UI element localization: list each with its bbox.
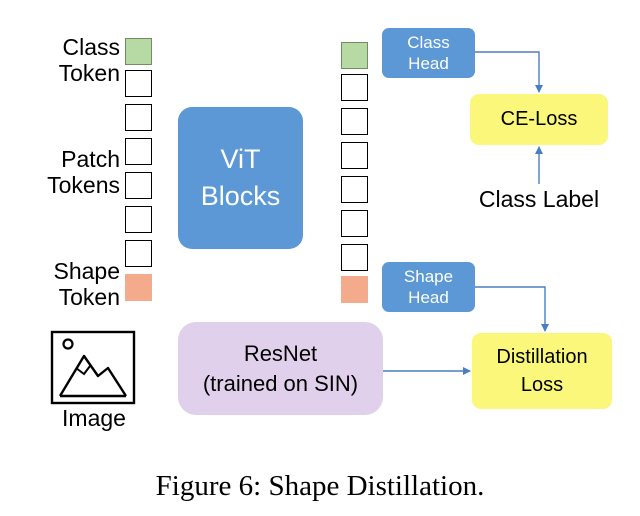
image-label: Image	[62, 405, 126, 431]
distillation-loss-line2: Loss	[520, 374, 564, 396]
shape-token-label-line2: Token	[58, 284, 120, 310]
class-head-to-ce-loss-arrow	[475, 51, 543, 93]
vit-blocks-box: ViT Blocks	[178, 107, 303, 249]
ce-loss-text: CE-Loss	[500, 108, 578, 130]
shape-token-label-line1: Shape	[53, 258, 120, 284]
vit-blocks-line1: ViT	[220, 144, 261, 174]
class-label-text: Class Label	[478, 186, 600, 212]
shape-head-box: Shape Head	[382, 262, 475, 312]
input-patch-token	[125, 172, 152, 199]
class-head-line2: Head	[408, 54, 449, 73]
resnet-box: ResNet (trained on SIN)	[178, 322, 383, 415]
shape-token-label: Shape Token	[20, 258, 120, 310]
input-patch-token	[125, 70, 152, 97]
output-patch-token	[341, 244, 368, 271]
resnet-line1: ResNet	[243, 340, 318, 366]
output-shape-token	[341, 276, 368, 303]
vit-blocks-line2: Blocks	[200, 181, 281, 211]
class-head-box: Class Head	[382, 28, 475, 78]
shape-head-line1: Shape	[403, 267, 454, 286]
input-patch-token	[125, 206, 152, 233]
distillation-loss-box: Distillation Loss	[472, 333, 612, 409]
shape-head-to-distillation-arrow	[475, 286, 549, 332]
class-head-line1: Class	[407, 33, 450, 52]
output-class-token	[341, 42, 368, 69]
ce-loss-box: CE-Loss	[470, 94, 608, 145]
distillation-loss-line1: Distillation	[496, 346, 588, 368]
class-token-label-line1: Class	[62, 34, 120, 60]
output-patch-token	[341, 176, 368, 203]
input-shape-token	[125, 274, 152, 301]
input-patch-token	[125, 104, 152, 131]
output-patch-token	[341, 210, 368, 237]
class-token-label: Class Token	[20, 34, 120, 86]
input-class-token	[125, 38, 152, 65]
class-token-label-line2: Token	[58, 60, 120, 86]
input-patch-token	[125, 240, 152, 267]
input-patch-token	[125, 138, 152, 165]
output-patch-token	[341, 108, 368, 135]
image-icon	[50, 330, 136, 405]
patch-tokens-label-line2: Tokens	[47, 172, 120, 198]
patch-tokens-label: Patch Tokens	[20, 146, 120, 198]
output-patch-token	[341, 74, 368, 101]
resnet-line2: (trained on SIN)	[202, 370, 359, 396]
figure-caption: Figure 6: Shape Distillation.	[155, 470, 485, 502]
patch-tokens-label-line1: Patch	[61, 146, 120, 172]
output-patch-token	[341, 142, 368, 169]
shape-head-line2: Head	[408, 288, 449, 307]
